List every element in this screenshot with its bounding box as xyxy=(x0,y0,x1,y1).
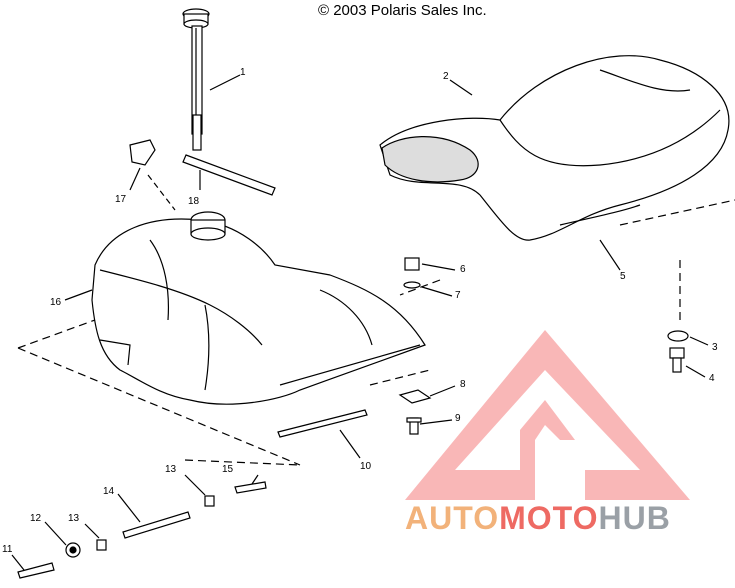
clip-part xyxy=(129,139,176,211)
callout-9: 9 xyxy=(455,413,461,424)
callout-15: 15 xyxy=(222,464,234,475)
callout-10: 10 xyxy=(360,461,372,472)
guide-lines xyxy=(17,260,681,466)
watermark-hub: HUB xyxy=(598,500,671,536)
callout-3: 3 xyxy=(712,342,718,353)
watermark-text: AUTOMOTOHUB xyxy=(405,500,671,537)
callout-11: 11 xyxy=(2,544,13,555)
callout-17: 17 xyxy=(115,194,127,205)
callout-6: 6 xyxy=(460,264,466,275)
long-bolt xyxy=(234,474,267,494)
grommet xyxy=(44,521,81,558)
copyright-notice: © 2003 Polaris Sales Inc. xyxy=(318,2,487,19)
callout-4: 4 xyxy=(709,373,715,384)
fuel-gauge-rod xyxy=(182,8,241,151)
watermark-logo xyxy=(405,330,690,500)
callout-8: 8 xyxy=(460,379,466,390)
callout-5: 5 xyxy=(620,271,626,282)
fuel-tank xyxy=(64,211,426,405)
seat-assembly xyxy=(379,55,735,271)
callout-1: 1 xyxy=(240,67,246,78)
callout-7: 7 xyxy=(455,290,461,301)
watermark-moto: MOTO xyxy=(499,500,599,536)
small-bolt xyxy=(11,554,55,579)
watermark-auto: AUTO xyxy=(405,500,500,536)
tank-strap xyxy=(277,409,368,459)
callout-16: 16 xyxy=(50,297,62,308)
callout-13-upper: 13 xyxy=(165,464,177,475)
spacer-upper xyxy=(184,474,215,507)
washer-and-bolt-right xyxy=(667,330,709,378)
rod xyxy=(117,493,191,539)
callout-13-lower: 13 xyxy=(68,513,80,524)
nut-and-washer xyxy=(403,257,456,297)
callout-14: 14 xyxy=(103,486,115,497)
spacer-lower xyxy=(84,523,107,551)
callout-2: 2 xyxy=(443,71,449,82)
vent-tube xyxy=(182,154,276,196)
callout-12: 12 xyxy=(30,513,42,524)
plate-and-bolt xyxy=(398,385,456,435)
callout-18: 18 xyxy=(188,196,200,207)
